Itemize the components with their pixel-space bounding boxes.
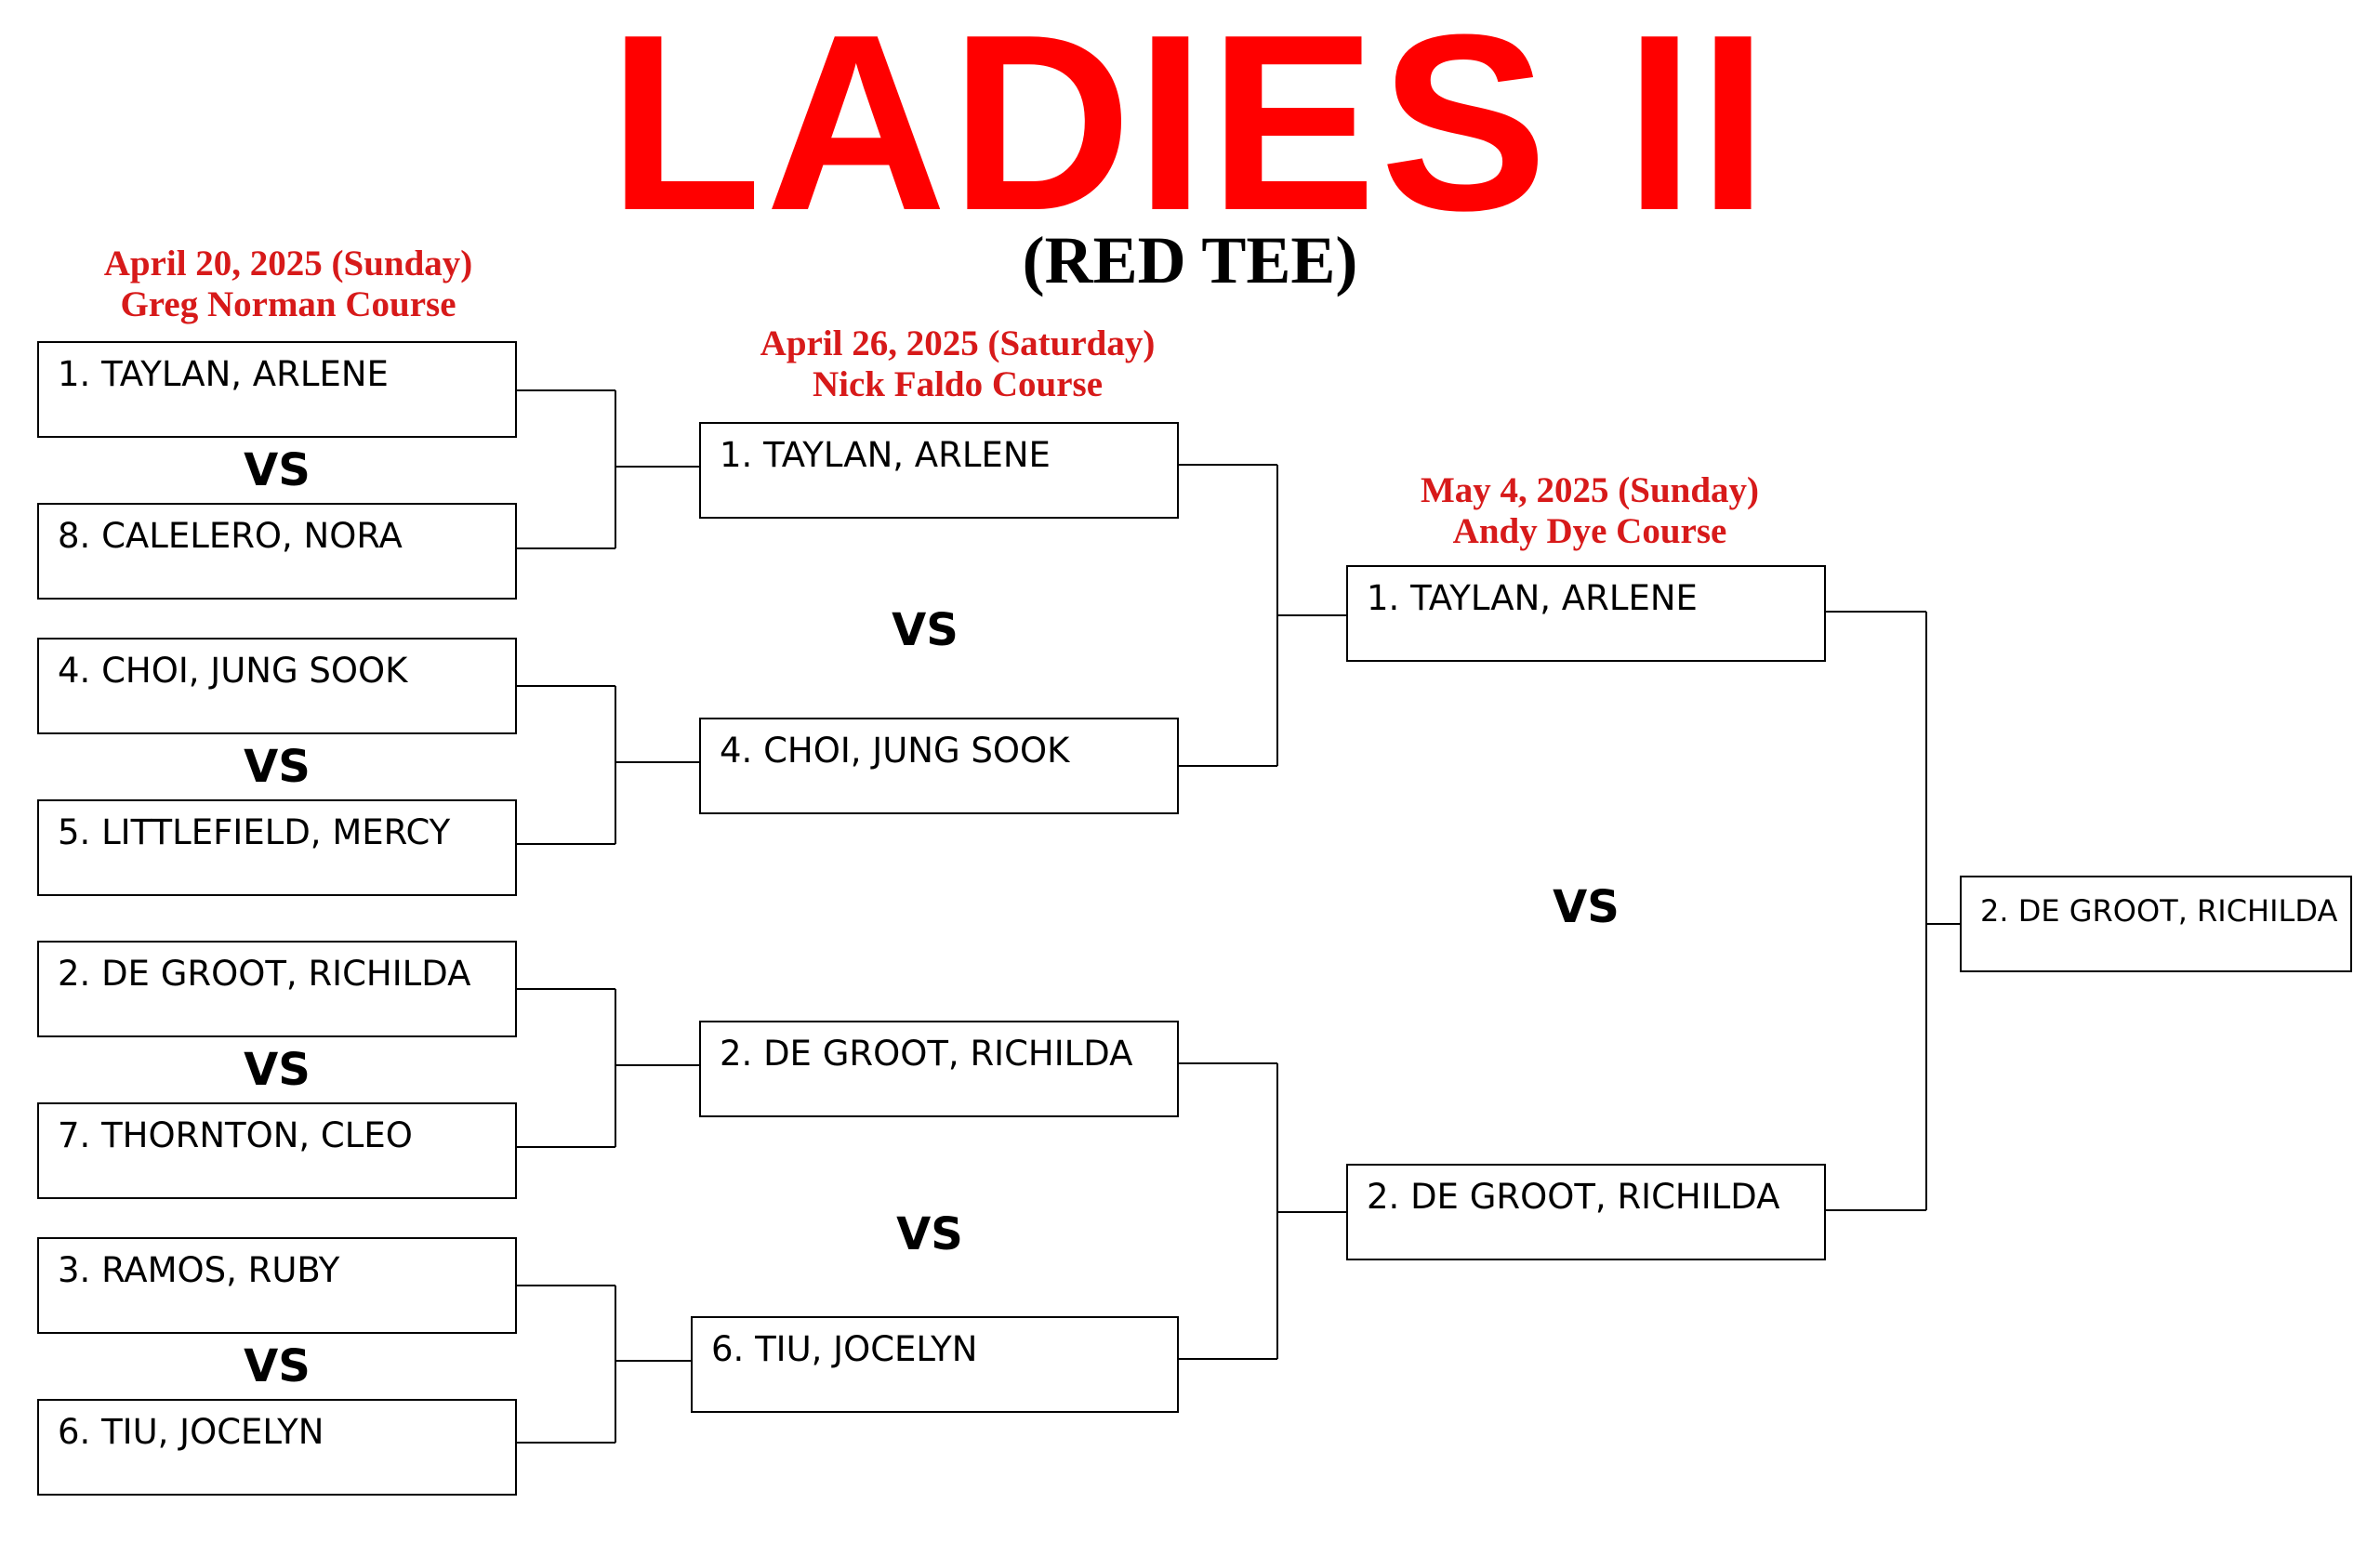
round-3-date: May 4, 2025 (Sunday): [1420, 470, 1760, 510]
round-1-entry: 6. TIU, JOCELYN: [37, 1399, 517, 1496]
vs-label: VS: [896, 1208, 963, 1260]
round-2-entry: 4. CHOI, JUNG SOOK: [699, 718, 1179, 814]
round-1-entry: 3. RAMOS, RUBY: [37, 1237, 517, 1334]
round-1-entry: 1. TAYLAN, ARLENE: [37, 341, 517, 438]
vs-label: VS: [244, 444, 311, 496]
round-1-entry: 5. LITTLEFIELD, MERCY: [37, 799, 517, 896]
round-1-entry: 4. CHOI, JUNG SOOK: [37, 638, 517, 734]
final-entry: 2. DE GROOT, RICHILDA: [1960, 876, 2352, 972]
round-1-date: April 20, 2025 (Sunday): [103, 244, 473, 284]
vs-label: VS: [892, 604, 959, 656]
round-2-entry: 2. DE GROOT, RICHILDA: [699, 1021, 1179, 1117]
round-3-entry: 2. DE GROOT, RICHILDA: [1346, 1164, 1826, 1260]
round-1-entry: 2. DE GROOT, RICHILDA: [37, 941, 517, 1037]
vs-label: VS: [1553, 881, 1620, 933]
round-2-entry: 6. TIU, JOCELYN: [691, 1316, 1179, 1413]
round-2-header: April 26, 2025 (Saturday) Nick Faldo Cou…: [697, 323, 1218, 405]
round-1-entry: 7. THORNTON, CLEO: [37, 1102, 517, 1199]
round-3-entry: 1. TAYLAN, ARLENE: [1346, 565, 1826, 662]
round-3-header: May 4, 2025 (Sunday) Andy Dye Course: [1339, 470, 1841, 552]
round-1-entry: 8. CALELERO, NORA: [37, 503, 517, 600]
round-2-course: Nick Faldo Course: [813, 364, 1103, 404]
round-3-course: Andy Dye Course: [1452, 511, 1727, 551]
round-1-course: Greg Norman Course: [120, 284, 456, 324]
vs-label: VS: [244, 1340, 311, 1392]
bracket-title: LADIES II: [608, 0, 1772, 263]
round-2-entry: 1. TAYLAN, ARLENE: [699, 422, 1179, 519]
round-2-date: April 26, 2025 (Saturday): [760, 323, 1156, 363]
round-1-header: April 20, 2025 (Sunday) Greg Norman Cour…: [37, 244, 539, 325]
vs-label: VS: [244, 741, 311, 793]
bracket-subtitle: (RED TEE): [1022, 223, 1358, 297]
vs-label: VS: [244, 1044, 311, 1096]
